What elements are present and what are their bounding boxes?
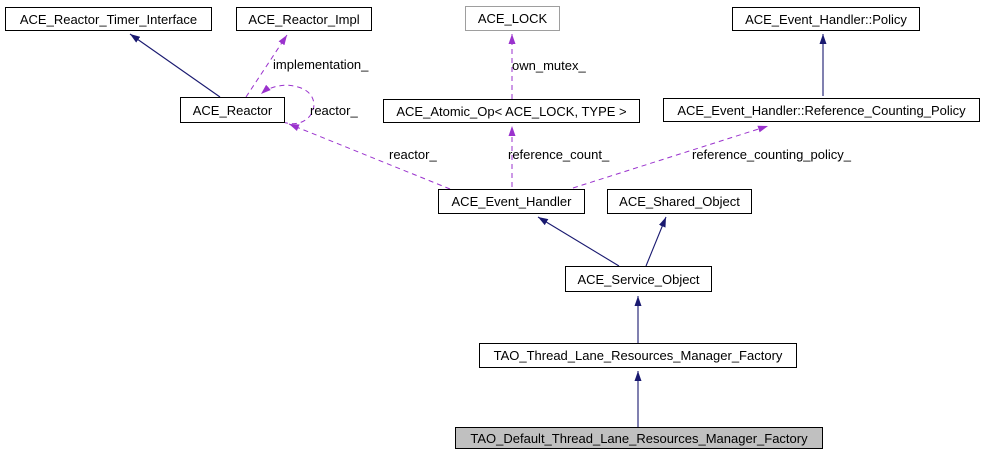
edge-inheritance-reactor-to-timer-interface	[129, 33, 221, 98]
edge-usage-reference-counting-policy	[572, 125, 769, 189]
edge-label-reactor-self: reactor_	[310, 103, 358, 118]
edge-inheritance-service-object-to-event-handler	[537, 216, 620, 267]
edge-usage-implementation	[245, 34, 288, 98]
class-node-ace-reactor-impl[interactable]: ACE_Reactor_Impl	[236, 7, 372, 31]
class-node-ace-reactor[interactable]: ACE_Reactor	[180, 97, 285, 123]
edge-label-reactor: reactor_	[389, 147, 437, 162]
edge-inheritance-service-object-to-shared-object	[645, 216, 667, 267]
class-node-ace-service-object[interactable]: ACE_Service_Object	[565, 266, 712, 292]
class-node-ace-lock: ACE_LOCK	[465, 6, 560, 31]
edge-label-reference-count: reference_count_	[508, 147, 610, 162]
class-node-ace-reactor-timer-interface[interactable]: ACE_Reactor_Timer_Interface	[5, 7, 212, 31]
class-node-ace-event-handler[interactable]: ACE_Event_Handler	[438, 189, 585, 214]
edge-label-reference-counting-policy: reference_counting_policy_	[692, 147, 851, 162]
class-node-ace-atomic-op[interactable]: ACE_Atomic_Op< ACE_LOCK, TYPE >	[383, 99, 640, 123]
class-node-ace-event-handler-reference-counting-policy[interactable]: ACE_Event_Handler::Reference_Counting_Po…	[663, 98, 980, 122]
edge-label-own-mutex: own_mutex_	[512, 58, 586, 73]
class-node-ace-shared-object[interactable]: ACE_Shared_Object	[607, 189, 752, 214]
class-node-ace-event-handler-policy[interactable]: ACE_Event_Handler::Policy	[732, 7, 920, 31]
class-node-tao-default-thread-lane-resources-manager-factory: TAO_Default_Thread_Lane_Resources_Manage…	[455, 427, 823, 449]
class-node-tao-thread-lane-resources-manager-factory[interactable]: TAO_Thread_Lane_Resources_Manager_Factor…	[479, 343, 797, 368]
edge-label-implementation: implementation_	[273, 57, 369, 72]
edge-usage-reactor-self-loop	[260, 84, 315, 125]
edge-usage-event-handler-reactor	[288, 123, 451, 190]
